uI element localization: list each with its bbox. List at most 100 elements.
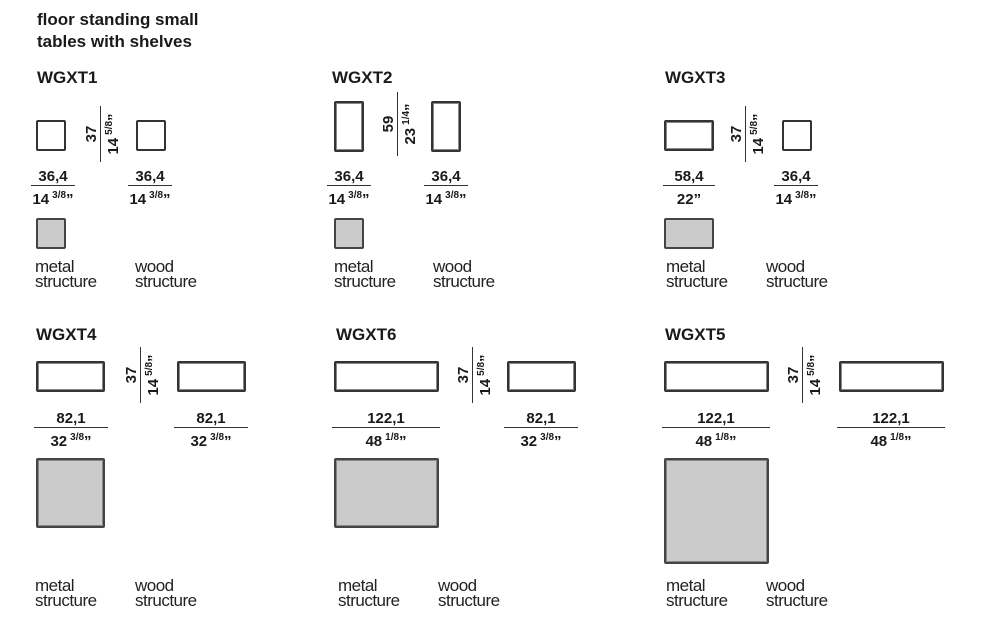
- wgxt2-width2-cm: 36,4: [424, 168, 468, 186]
- model-name-wgxt2: WGXT2: [332, 68, 393, 87]
- wgxt5-metal-elevation: [664, 361, 769, 392]
- wgxt3-width1-in: 22: [676, 191, 694, 208]
- wgxt1-width2-cm: 36,4: [128, 168, 172, 186]
- wgxt5-width2-in: 48: [870, 433, 891, 450]
- wgxt1-width-dimension-wood: 36,4 14 3/8”: [128, 168, 172, 208]
- model-name-wgxt1: WGXT1: [37, 68, 98, 87]
- wgxt3-wood-elevation: [782, 120, 812, 151]
- wgxt2-wood-elevation: [431, 101, 461, 152]
- wgxt4-width1-cm: 82,1: [34, 410, 108, 428]
- wgxt3-plan-view: [664, 218, 714, 249]
- wgxt5-plan-view: [664, 458, 769, 564]
- wgxt4-height-frac: 5/8: [144, 361, 155, 376]
- wgxt2-width1-frac: 3/8: [348, 190, 363, 201]
- wgxt2-metal-elevation: [334, 101, 364, 152]
- wgxt5-width2-cm: 122,1: [837, 410, 945, 428]
- wgxt6-width1-frac: 1/8: [385, 432, 400, 443]
- wgxt6-width-dimension-wood: 82,1 32 3/8”: [504, 410, 578, 450]
- wgxt5-width2-frac: 1/8: [890, 432, 905, 443]
- wgxt6-width-dimension-metal: 122,1 48 1/8”: [332, 410, 440, 450]
- page-title: floor standing small tables with shelves: [37, 9, 199, 53]
- wgxt5-height-cm: 37: [785, 347, 803, 403]
- wgxt5-width1-frac: 1/8: [715, 432, 730, 443]
- wgxt5-height-frac: 5/8: [806, 361, 817, 376]
- wgxt2-width-dimension-wood: 36,4 14 3/8”: [424, 168, 468, 208]
- wgxt6-height-in: 14: [477, 375, 494, 396]
- wgxt3-metal-elevation: [664, 120, 714, 151]
- model-name-wgxt3: WGXT3: [665, 68, 726, 87]
- wgxt4-width-dimension-metal: 82,1 32 3/8”: [34, 410, 108, 450]
- wgxt2-height-cm: 59: [380, 92, 398, 156]
- wgxt6-width1-in: 48: [365, 433, 386, 450]
- wgxt3-width2-cm: 36,4: [774, 168, 818, 186]
- wgxt1-height-frac: 5/8: [104, 120, 115, 135]
- wgxt5-wood-elevation: [839, 361, 944, 392]
- wgxt2-height-frac: 1/4: [401, 110, 412, 125]
- wgxt3-width2-frac: 3/8: [795, 190, 810, 201]
- wgxt4-width2-cm: 82,1: [174, 410, 248, 428]
- wgxt3-width1-cm: 58,4: [663, 168, 715, 186]
- wgxt6-height-dimension: 37 14 5/8”: [455, 347, 494, 403]
- wgxt3-height-in: 14: [750, 134, 767, 155]
- wgxt3-width-dimension-wood: 36,4 14 3/8”: [774, 168, 818, 208]
- wgxt3-height-frac: 5/8: [749, 120, 760, 135]
- wgxt3-width2-in: 14: [775, 191, 796, 208]
- wgxt5-width-dimension-wood: 122,1 48 1/8”: [837, 410, 945, 450]
- wgxt2-width1-in: 14: [328, 191, 349, 208]
- wgxt2-height-dimension: 59 23 1/4”: [380, 92, 419, 156]
- wgxt6-metal-elevation: [334, 361, 439, 392]
- wgxt4-height-cm: 37: [123, 347, 141, 403]
- wgxt2-width-dimension-metal: 36,4 14 3/8”: [327, 168, 371, 208]
- wgxt4-width2-in: 32: [190, 433, 211, 450]
- wgxt1-width2-frac: 3/8: [149, 190, 164, 201]
- wgxt5-height-in: 14: [807, 375, 824, 396]
- wgxt6-width2-cm: 82,1: [504, 410, 578, 428]
- wgxt1-height-in: 14: [105, 134, 122, 155]
- wgxt5-width1-in: 48: [695, 433, 716, 450]
- wgxt5-width-dimension-metal: 122,1 48 1/8”: [662, 410, 770, 450]
- wgxt6-width2-in: 32: [520, 433, 541, 450]
- model-name-wgxt6: WGXT6: [336, 325, 397, 344]
- wgxt4-height-in: 14: [145, 375, 162, 396]
- wgxt4-height-dimension: 37 14 5/8”: [123, 347, 162, 403]
- wgxt6-wood-elevation: [507, 361, 576, 392]
- wgxt4-width1-frac: 3/8: [70, 432, 85, 443]
- wgxt6-width2-frac: 3/8: [540, 432, 555, 443]
- wgxt6-height-frac: 5/8: [476, 361, 487, 376]
- wgxt1-width1-frac: 3/8: [52, 190, 67, 201]
- wgxt5-height-dimension: 37 14 5/8”: [785, 347, 824, 403]
- wgxt1-width-dimension-metal: 36,4 14 3/8”: [31, 168, 75, 208]
- wgxt5-width1-cm: 122,1: [662, 410, 770, 428]
- wgxt4-plan-view: [36, 458, 105, 528]
- wgxt3-height-dimension: 37 14 5/8”: [728, 106, 767, 162]
- page-title-line-1: floor standing small: [37, 10, 199, 29]
- wgxt4-wood-elevation: [177, 361, 246, 392]
- wgxt4-metal-elevation: [36, 361, 105, 392]
- wgxt1-width1-in: 14: [32, 191, 53, 208]
- wgxt6-plan-view: [334, 458, 439, 528]
- page-title-line-2: tables with shelves: [37, 32, 192, 51]
- wgxt4-width1-in: 32: [50, 433, 71, 450]
- wgxt4-width2-frac: 3/8: [210, 432, 225, 443]
- wgxt4-width-dimension-wood: 82,1 32 3/8”: [174, 410, 248, 450]
- wgxt1-wood-elevation: [136, 120, 166, 151]
- wgxt2-width1-cm: 36,4: [327, 168, 371, 186]
- wgxt2-width2-in: 14: [425, 191, 446, 208]
- wgxt3-width-dimension-metal: 58,4 22”: [663, 168, 715, 208]
- wgxt1-width2-in: 14: [129, 191, 150, 208]
- model-name-wgxt5: WGXT5: [665, 325, 726, 344]
- model-name-wgxt4: WGXT4: [36, 325, 97, 344]
- wgxt1-plan-view: [36, 218, 66, 249]
- wgxt2-plan-view: [334, 218, 364, 249]
- wgxt1-height-dimension: 37 14 5/8”: [83, 106, 122, 162]
